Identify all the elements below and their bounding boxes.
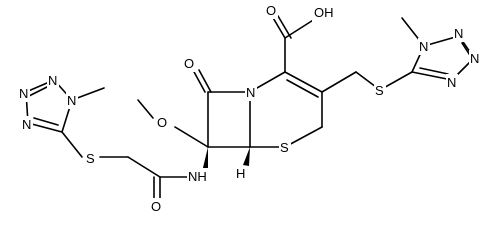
bond	[61, 131, 83, 158]
bond	[198, 69, 212, 93]
atom-label-s: S	[86, 151, 95, 166]
bond	[127, 156, 161, 178]
atom-label-o: O	[151, 199, 161, 214]
atom-label-nh: NH	[188, 169, 207, 184]
atom-label-n: N	[447, 75, 456, 90]
atom-label-n: N	[22, 117, 31, 132]
structure-diagram: OH O N O O S H S N N N N NH O S N N	[18, 2, 481, 215]
bond	[28, 85, 50, 97]
bond-layer	[25, 15, 475, 201]
bond	[419, 67, 449, 75]
atom-label-o: O	[157, 115, 167, 130]
bond	[284, 71, 323, 93]
atom-layer: OH O N O O S H S N N N N NH O S N N	[18, 2, 481, 215]
atom-label-s: S	[280, 140, 289, 155]
bond	[411, 71, 453, 81]
atom-label-n: N	[470, 51, 479, 66]
atom-label-oh: OH	[314, 5, 334, 20]
bond	[192, 69, 206, 93]
atom-label-o: O	[266, 3, 276, 18]
bond	[277, 15, 292, 39]
atom-label-n: N	[19, 86, 28, 101]
atom-label-n: N	[67, 93, 76, 108]
atom-label-n: N	[454, 26, 463, 41]
bond-wedge	[243, 147, 250, 166]
bond	[271, 15, 286, 39]
atom-label-o: O	[184, 56, 194, 71]
atom-label-n: N	[246, 85, 255, 100]
bond	[321, 71, 357, 93]
bond	[33, 117, 59, 126]
bond	[286, 79, 319, 98]
bond	[27, 122, 63, 133]
bond	[284, 126, 323, 148]
bond	[137, 99, 154, 119]
atom-label-s: S	[375, 83, 384, 98]
atom-label-n: N	[419, 39, 428, 54]
bond	[174, 126, 209, 148]
atom-label-h: H	[236, 166, 245, 181]
atom-label-n: N	[48, 73, 57, 88]
